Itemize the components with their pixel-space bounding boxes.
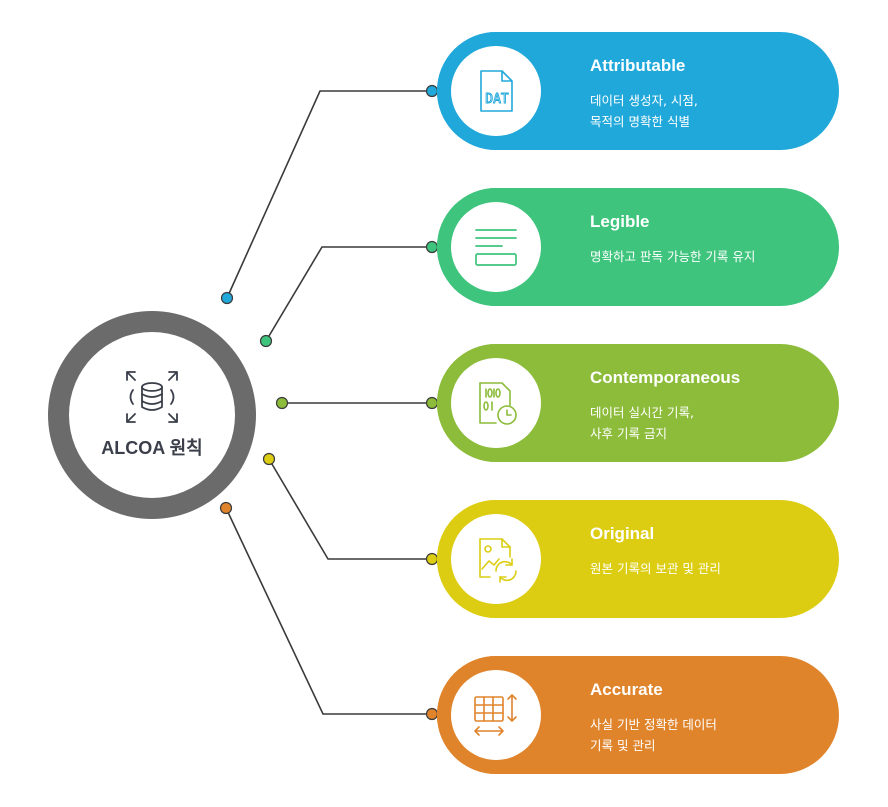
principle-icon-disc: [451, 202, 541, 292]
principle-icon-disc: [451, 670, 541, 760]
principle-description: 사실 기반 정확한 데이터 기록 및 관리: [590, 717, 717, 753]
dat-file-icon-label: DAT: [485, 92, 509, 107]
principle-icon-ring: [437, 500, 555, 618]
connector-line-attributable: [226, 90, 432, 299]
document-sync-icon: [479, 538, 517, 583]
principle-title: Accurate: [590, 680, 663, 699]
connector-line-accurate: [225, 507, 432, 715]
principle-icon-ring: [437, 344, 555, 462]
table-resize-icon: [474, 694, 517, 736]
hub-inner: ALCOA 원칙: [69, 332, 235, 498]
connector-dot-legible-hub: [259, 334, 273, 348]
binary-clock-icon: [479, 382, 517, 425]
connector-dot-legible-card: [425, 240, 439, 254]
principle-card-accurate: Accurate 사실 기반 정확한 데이터 기록 및 관리: [437, 656, 839, 774]
principle-title: Legible: [590, 212, 650, 231]
principle-icon-disc: DAT: [451, 46, 541, 136]
principle-card-original: Original 원본 기록의 보관 및 관리: [437, 500, 839, 618]
connector-dot-contemporaneous-hub: [275, 396, 289, 410]
principle-title: Attributable: [590, 56, 686, 75]
connector-dot-accurate-hub: [219, 501, 233, 515]
connector-dot-original-hub: [262, 452, 276, 466]
principle-icon-disc: [451, 514, 541, 604]
database-expand-icon: [126, 371, 178, 423]
dat-file-icon: DAT: [480, 70, 513, 112]
principle-card-contemporaneous: Contemporaneous 데이터 실시간 기록, 사후 기록 금지: [437, 344, 839, 462]
connector-line-original: [268, 458, 432, 560]
principle-description: 데이터 생성자, 시점, 목적의 명확한 식별: [590, 93, 698, 129]
connector-dot-original-card: [425, 552, 439, 566]
principle-card-attributable: DAT Attributable 데이터 생성자, 시점, 목적의 명확한 식별: [437, 32, 839, 150]
principle-title: Contemporaneous: [590, 368, 741, 387]
hub-title: ALCOA 원칙: [101, 438, 203, 458]
connector-dot-accurate-card: [425, 707, 439, 721]
principle-title: Original: [590, 524, 655, 543]
principle-description: 명확하고 판독 가능한 기록 유지: [590, 249, 756, 264]
principle-icon-ring: DAT: [437, 32, 555, 150]
principle-description: 원본 기록의 보관 및 관리: [590, 561, 721, 576]
connector-dot-contemporaneous-card: [425, 396, 439, 410]
principle-card-legible: Legible 명확하고 판독 가능한 기록 유지: [437, 188, 839, 306]
text-lines-icon: [475, 229, 517, 266]
principle-icon-disc: [451, 358, 541, 448]
principle-icon-ring: [437, 656, 555, 774]
principle-icon-ring: [437, 188, 555, 306]
connector-dot-attributable-hub: [220, 291, 234, 305]
connector-dot-attributable-card: [425, 84, 439, 98]
hub-circle: ALCOA 원칙: [48, 311, 256, 519]
principle-description: 데이터 실시간 기록, 사후 기록 금지: [590, 405, 694, 441]
connector-line-legible: [265, 246, 432, 342]
